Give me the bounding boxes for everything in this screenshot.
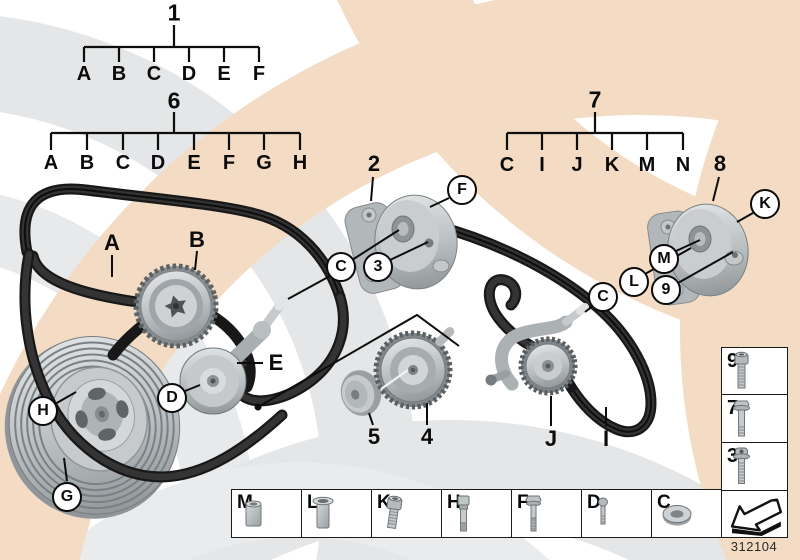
callout-c-right[interactable]: C bbox=[588, 282, 618, 312]
tree-1-item: D bbox=[181, 63, 197, 85]
tree-6-item: G bbox=[256, 152, 272, 174]
legend-cell-3: 3 bbox=[721, 442, 788, 491]
tree-7-root: 7 bbox=[588, 86, 602, 113]
tree-1-item: F bbox=[252, 63, 266, 85]
callout-g[interactable]: G bbox=[52, 482, 82, 512]
part-label-a[interactable]: A bbox=[104, 230, 120, 255]
diagram-number: 312104 bbox=[730, 539, 778, 554]
tree-6-root: 6 bbox=[167, 87, 181, 114]
mount-position-dot bbox=[254, 403, 262, 411]
tree-7-item: N bbox=[675, 154, 691, 176]
callout-k[interactable]: K bbox=[750, 189, 780, 219]
tree-1-item: A bbox=[76, 63, 92, 85]
part-label-4[interactable]: 4 bbox=[420, 424, 434, 449]
tree-6-item: B bbox=[79, 152, 95, 174]
tree-6-item: D bbox=[150, 152, 166, 174]
socket-head-screw-icon bbox=[734, 351, 749, 389]
torx-flange-bolt-icon bbox=[733, 447, 750, 484]
tree-1-item: C bbox=[146, 63, 162, 85]
callout-c-left[interactable]: C bbox=[326, 252, 356, 282]
callout-d[interactable]: D bbox=[157, 383, 187, 413]
legend-label: 9 bbox=[727, 350, 739, 372]
tree-7-item: I bbox=[539, 154, 545, 176]
direction-arrow-icon bbox=[730, 497, 783, 536]
hex-flange-bolt-icon bbox=[733, 400, 750, 437]
legend-cell-9: 9 bbox=[721, 347, 788, 396]
belt-tensioner-2 bbox=[344, 194, 458, 294]
shoulder-bolt-icon bbox=[457, 495, 470, 532]
legend-cell-f: F bbox=[511, 489, 582, 538]
tree-7-item: M bbox=[638, 154, 656, 176]
legend-cell-m: M bbox=[231, 489, 302, 538]
washer-icon bbox=[662, 505, 692, 526]
legend-label: F bbox=[517, 492, 529, 513]
legend-label: L bbox=[307, 492, 319, 513]
part-label-b[interactable]: B bbox=[189, 227, 205, 252]
index-tree-lines bbox=[49, 25, 685, 150]
legend-cell-l: L bbox=[301, 489, 372, 538]
part-label-5[interactable]: 5 bbox=[367, 424, 381, 449]
callout-9[interactable]: 9 bbox=[651, 275, 681, 305]
part-label-2[interactable]: 2 bbox=[367, 151, 381, 176]
legend-label: 7 bbox=[727, 397, 739, 419]
legend-label: D bbox=[587, 492, 601, 513]
tree-1-item: E bbox=[217, 63, 231, 85]
socket-head-screw-icon bbox=[386, 495, 403, 530]
part-label-j[interactable]: J bbox=[544, 426, 558, 451]
legend-cell-arrow bbox=[721, 489, 788, 538]
idler-pulley-4 bbox=[373, 327, 455, 410]
part-label-8[interactable]: 8 bbox=[713, 151, 727, 176]
legend-label: 3 bbox=[727, 445, 739, 467]
legend-cell-7: 7 bbox=[721, 394, 788, 443]
small-screw-icon bbox=[598, 497, 608, 525]
tree-7-item: K bbox=[604, 154, 620, 176]
hex-bolt-icon bbox=[525, 495, 542, 532]
dust-cap-5 bbox=[340, 370, 382, 416]
tree-7-item: J bbox=[571, 154, 583, 176]
legend-label: H bbox=[447, 492, 461, 513]
callout-l[interactable]: L bbox=[619, 267, 649, 297]
tree-1-root: 1 bbox=[167, 0, 181, 26]
collar-sleeve-icon bbox=[312, 496, 334, 529]
callout-3[interactable]: 3 bbox=[363, 252, 393, 282]
belt-tensioner-e bbox=[179, 294, 290, 415]
tree-1-item: B bbox=[111, 63, 127, 85]
tree-6-item: C bbox=[115, 152, 131, 174]
tensioner-pulley-j bbox=[485, 303, 589, 396]
part-label-i[interactable]: I bbox=[602, 426, 610, 451]
legend-cell-c: C bbox=[651, 489, 723, 538]
tree-6-item: A bbox=[43, 152, 59, 174]
tree-6-item: E bbox=[187, 152, 201, 174]
legend-cell-h: H bbox=[441, 489, 512, 538]
grooved-pulley-b bbox=[133, 263, 219, 349]
tree-6-item: H bbox=[292, 152, 308, 174]
callout-m[interactable]: M bbox=[649, 244, 679, 274]
tree-6-item: F bbox=[222, 152, 236, 174]
part-label-e[interactable]: E bbox=[268, 350, 284, 375]
legend-cell-d: D bbox=[581, 489, 652, 538]
callout-h[interactable]: H bbox=[28, 396, 58, 426]
callout-f[interactable]: F bbox=[447, 175, 477, 205]
tree-7-item: C bbox=[499, 154, 515, 176]
spacer-sleeve-icon bbox=[245, 500, 262, 527]
legend-cell-k: K bbox=[371, 489, 442, 538]
